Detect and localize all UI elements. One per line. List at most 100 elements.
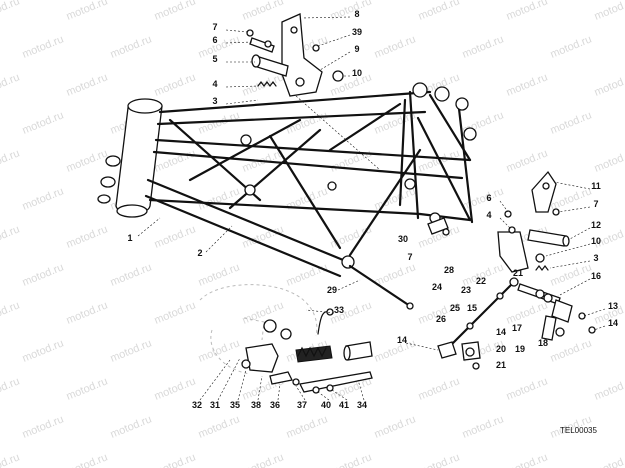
callout-label: 10 [591, 236, 601, 246]
watermark-text: motod.ru [0, 147, 21, 174]
watermark-text: motod.ru [549, 261, 594, 288]
watermark-text: motod.ru [549, 33, 594, 60]
watermark-text: motod.ru [285, 109, 330, 136]
engine-outline [199, 284, 318, 375]
diagram-code: TEL00035 [560, 426, 597, 435]
callout-label: 15 [467, 303, 477, 313]
watermark-text: motod.ru [65, 0, 110, 23]
watermark-text: motod.ru [21, 337, 66, 364]
watermark-text: motod.ru [505, 71, 550, 98]
callout-label: 16 [591, 271, 601, 281]
watermark-text: motod.ru [153, 299, 198, 326]
watermark-text: motod.ru [21, 261, 66, 288]
callout-label: 23 [461, 285, 471, 295]
callout-label: 14 [496, 327, 506, 337]
callout-label: 17 [512, 323, 522, 333]
callout-label: 25 [450, 303, 460, 313]
watermark-text: motod.ru [109, 337, 154, 364]
callout-label: 8 [354, 9, 359, 19]
callout-label: 10 [352, 68, 362, 78]
watermark-text: motod.ru [197, 337, 242, 364]
callout-label: 22 [476, 276, 486, 286]
callout-label: 19 [515, 344, 525, 354]
mount-bracket [427, 217, 450, 236]
callout-label: 35 [230, 400, 240, 410]
callout-label: 11 [591, 181, 601, 191]
callout-label: 12 [591, 220, 601, 230]
callout-label: 29 [327, 285, 337, 295]
callout-label: 3 [593, 253, 598, 263]
watermark-text: motod.ru [65, 147, 110, 174]
callout-label: 24 [432, 282, 442, 292]
watermark-text: motod.ru [593, 147, 625, 174]
leader-lines-bottom [137, 217, 439, 401]
watermark-text: motod.ru [285, 413, 330, 440]
callout-label: 6 [486, 193, 491, 203]
right-footpeg-bracket [497, 170, 596, 341]
callout-label: 3 [212, 96, 217, 106]
watermark-text: motod.ru [65, 451, 110, 468]
watermark-text: motod.ru [373, 413, 418, 440]
callout-label: 33 [334, 305, 344, 315]
watermark-text: motod.ru [241, 0, 286, 23]
watermark-text: motod.ru [0, 223, 21, 250]
watermark-text: motod.ru [593, 375, 625, 402]
callout-label: 32 [192, 400, 202, 410]
watermark-text: motod.ru [417, 0, 462, 23]
watermark-text: motod.ru [153, 451, 198, 468]
watermark-text: motod.ru [505, 375, 550, 402]
watermark-text: motod.ru [285, 261, 330, 288]
callout-label: 38 [251, 400, 261, 410]
watermark-text: motod.ru [593, 0, 625, 23]
watermark-text: motod.ru [21, 413, 66, 440]
callout-label: 1 [127, 233, 132, 243]
motorcycle-frame [97, 82, 477, 278]
watermark-text: motod.ru [373, 337, 418, 364]
watermark-text: motod.ru [461, 413, 506, 440]
callout-label: 7 [212, 22, 217, 32]
watermark-text: motod.ru [65, 71, 110, 98]
watermark-text: motod.ru [373, 33, 418, 60]
watermark-text: motod.ru [197, 261, 242, 288]
watermark-text: motod.ru [593, 71, 625, 98]
watermark-text: motod.ru [109, 413, 154, 440]
watermark-text: motod.ru [21, 109, 66, 136]
watermark-text: motod.ru [109, 33, 154, 60]
callout-label: 20 [496, 344, 506, 354]
watermark-text: motod.ru [0, 299, 21, 326]
watermark-text: motod.ru [153, 71, 198, 98]
callout-label: 36 [270, 400, 280, 410]
watermark-text: motod.ru [0, 375, 21, 402]
leader-lines-right [499, 181, 606, 331]
callout-label: 34 [357, 400, 367, 410]
watermark-text: motod.ru [0, 0, 21, 23]
watermark-text: motod.ru [109, 261, 154, 288]
watermark-text: motod.ru [197, 109, 242, 136]
callout-label: 7 [593, 199, 598, 209]
callout-label: 9 [354, 44, 359, 54]
watermark-text: motod.ru [153, 375, 198, 402]
watermark-text: motod.ru [241, 451, 286, 468]
watermark-text: motod.ru [329, 451, 374, 468]
watermark-text: motod.ru [21, 185, 66, 212]
callout-label: 4 [212, 79, 217, 89]
callout-label: 2 [197, 248, 202, 258]
watermark-text: motod.ru [593, 451, 625, 468]
watermark-text: motod.ru [0, 451, 21, 468]
callout-label: 37 [297, 400, 307, 410]
callout-label: 14 [397, 335, 407, 345]
left-footpeg-bracket [246, 13, 344, 97]
callout-label: 14 [608, 318, 618, 328]
watermark-text: motod.ru [505, 147, 550, 174]
callout-label: 41 [339, 400, 349, 410]
watermark-text: motod.ru [505, 451, 550, 468]
callout-label: 40 [321, 400, 331, 410]
watermark-text: motod.ru [241, 299, 286, 326]
callout-label: 28 [444, 265, 454, 275]
callout-label: 21 [513, 268, 523, 278]
side-stand-assembly [241, 308, 373, 394]
long-rod [348, 264, 414, 310]
watermark-text: motod.ru [197, 413, 242, 440]
callout-label: 7 [407, 252, 412, 262]
